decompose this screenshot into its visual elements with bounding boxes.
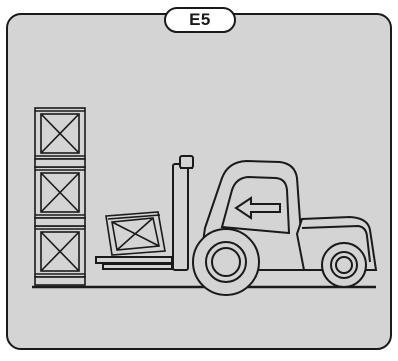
crate-stack-top (34, 107, 86, 160)
rear-wheel (321, 242, 367, 288)
crate-stack-bottom (34, 225, 86, 278)
forklift-mast (172, 155, 194, 271)
front-wheel (192, 228, 260, 296)
carried-crate (105, 211, 166, 256)
forklift-forks (95, 256, 173, 270)
crate-stack-middle (34, 166, 86, 219)
left-arrow-icon (234, 196, 281, 220)
panel-label: E5 (164, 7, 236, 33)
crate-stack (34, 107, 86, 286)
